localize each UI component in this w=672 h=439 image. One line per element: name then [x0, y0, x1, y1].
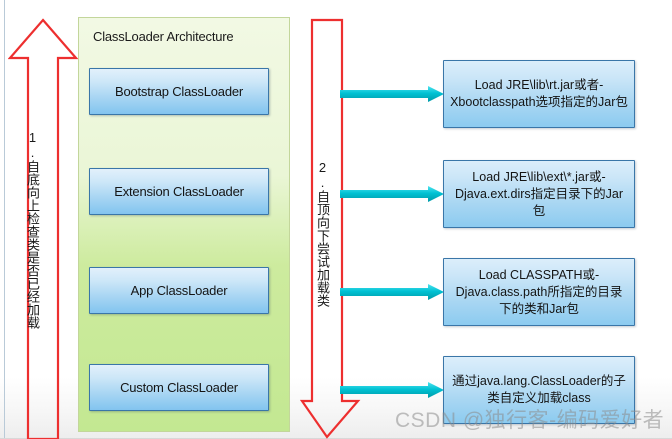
bootstrap-connector-arrow-icon [340, 86, 444, 102]
down-arrow-middle [300, 18, 362, 439]
description-box-extension[interactable]: Load JRE\lib\ext\*.jar或-Djava.ext.dirs指定… [443, 160, 635, 228]
description-box-bootstrap[interactable]: Load JRE\lib\rt.jar或者-Xbootclasspath选项指定… [443, 60, 635, 128]
description-box-app[interactable]: Load CLASSPATH或-Djava.class.path所指定的目录下的… [443, 258, 635, 326]
custom-connector-arrow-icon [340, 382, 444, 398]
classloader-architecture-panel: ClassLoader Architecture Bootstrap Class… [78, 17, 290, 432]
panel-title: ClassLoader Architecture [93, 29, 234, 44]
loader-box-app[interactable]: App ClassLoader [89, 267, 269, 314]
description-box-custom[interactable]: 通过java.lang.ClassLoader的子类自定义加载class [443, 356, 635, 424]
up-arrow-left [8, 18, 78, 439]
app-connector-arrow-icon [340, 284, 444, 300]
loader-box-bootstrap[interactable]: Bootstrap ClassLoader [89, 68, 269, 115]
left-ruler-line [4, 0, 5, 439]
loader-box-extension[interactable]: Extension ClassLoader [89, 168, 269, 215]
loader-box-custom[interactable]: Custom ClassLoader [89, 364, 269, 411]
extension-connector-arrow-icon [340, 186, 444, 202]
down-arrow-middle-label: 2.自顶向下尝试加载类 [315, 160, 330, 307]
up-arrow-left-label: 1.自底向上检查类是否已经加载 [25, 130, 40, 329]
